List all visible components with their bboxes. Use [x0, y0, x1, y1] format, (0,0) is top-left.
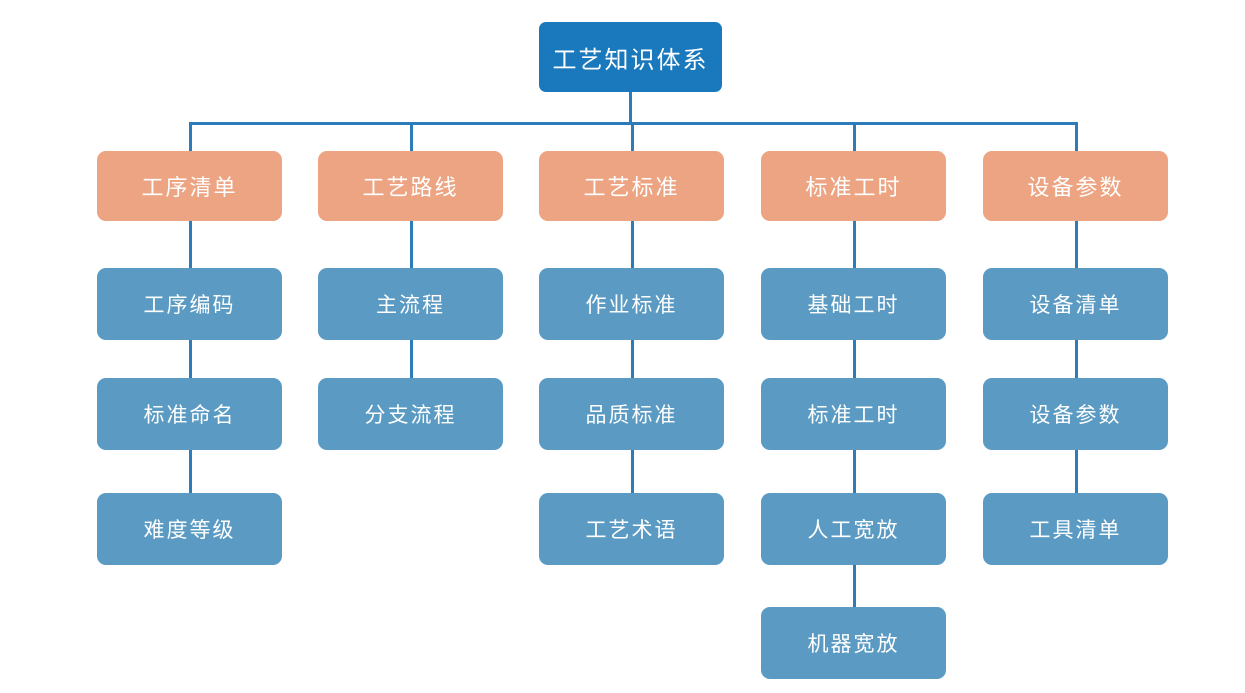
node-leaf-4-2[interactable]: 标准工时	[761, 378, 946, 450]
connector-column-spine-5	[1075, 219, 1078, 495]
node-leaf-3-2[interactable]: 品质标准	[539, 378, 724, 450]
connector-bus-drop-4	[853, 122, 856, 152]
node-leaf-3-1[interactable]: 作业标准	[539, 268, 724, 340]
connector-bus-drop-2	[410, 122, 413, 152]
node-leaf-5-3[interactable]: 工具清单	[983, 493, 1168, 565]
connector-column-spine-3	[631, 219, 634, 495]
node-category-4[interactable]: 标准工时	[761, 151, 946, 221]
node-leaf-1-3[interactable]: 难度等级	[97, 493, 282, 565]
connector-bus-drop-1	[189, 122, 192, 152]
connector-root-stem	[629, 92, 632, 124]
node-leaf-2-1[interactable]: 主流程	[318, 268, 503, 340]
node-leaf-3-3[interactable]: 工艺术语	[539, 493, 724, 565]
connector-bus-drop-5	[1075, 122, 1078, 152]
node-leaf-4-4[interactable]: 机器宽放	[761, 607, 946, 679]
node-leaf-5-2[interactable]: 设备参数	[983, 378, 1168, 450]
connector-column-spine-1	[189, 219, 192, 495]
node-leaf-4-1[interactable]: 基础工时	[761, 268, 946, 340]
connector-bus-drop-3	[631, 122, 634, 152]
node-root[interactable]: 工艺知识体系	[539, 22, 722, 92]
node-category-5[interactable]: 设备参数	[983, 151, 1168, 221]
node-leaf-5-1[interactable]: 设备清单	[983, 268, 1168, 340]
node-leaf-1-2[interactable]: 标准命名	[97, 378, 282, 450]
connector-horizontal-bus	[189, 122, 1078, 125]
node-category-1[interactable]: 工序清单	[97, 151, 282, 221]
node-category-3[interactable]: 工艺标准	[539, 151, 724, 221]
node-leaf-2-2[interactable]: 分支流程	[318, 378, 503, 450]
node-leaf-1-1[interactable]: 工序编码	[97, 268, 282, 340]
node-leaf-4-3[interactable]: 人工宽放	[761, 493, 946, 565]
node-category-2[interactable]: 工艺路线	[318, 151, 503, 221]
